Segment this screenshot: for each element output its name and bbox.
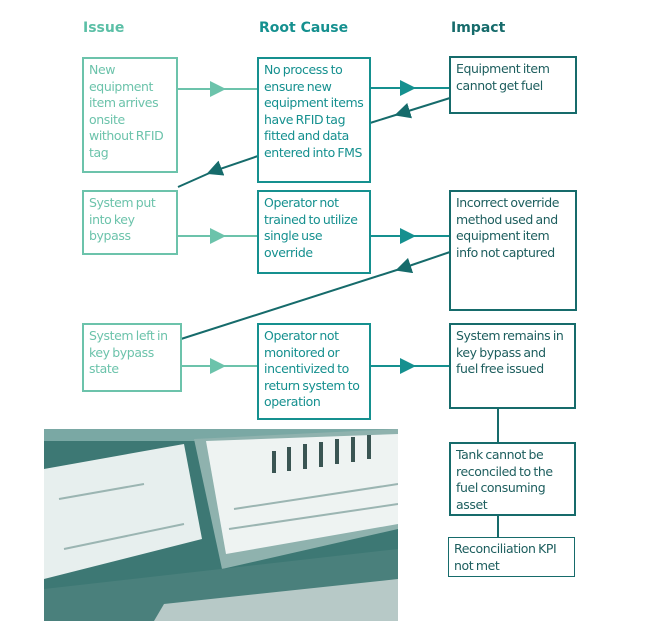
keyboard: [154, 579, 398, 621]
impact-box-3: System remains in key bypass and fuel fr…: [449, 323, 576, 409]
header-impact: Impact: [451, 20, 506, 36]
header-issue: Issue: [83, 20, 125, 36]
root-cause-box-3: Operator not monitored or incentivized t…: [257, 323, 371, 420]
header-root-cause: Root Cause: [259, 20, 349, 36]
root-cause-box-1: No process to ensure new equipment items…: [257, 57, 371, 183]
computer-monitors-photo: [44, 429, 398, 621]
impact-box-5: Reconciliation KPI not met: [448, 537, 575, 577]
arrow-impact2-issue3: [180, 251, 451, 340]
issue-box-1: New equipment item arrives onsite withou…: [82, 57, 178, 173]
arrow-cause1-issue2: [177, 155, 259, 188]
impact-box-4: Tank cannot be reconciled to the fuel co…: [449, 442, 576, 516]
impact-box-2: Incorrect override method used and equip…: [449, 190, 577, 311]
issue-box-3: System left in key bypass state: [82, 323, 182, 392]
monitors-illustration: [44, 429, 398, 621]
issue-box-2: System put into key bypass: [82, 190, 178, 255]
impact-box-1: Equipment item cannot get fuel: [449, 56, 577, 114]
arrow-impact1-cause1: [369, 97, 451, 124]
right-monitor-screen: [206, 434, 398, 554]
root-cause-box-2: Operator not trained to utilize single u…: [257, 190, 371, 274]
